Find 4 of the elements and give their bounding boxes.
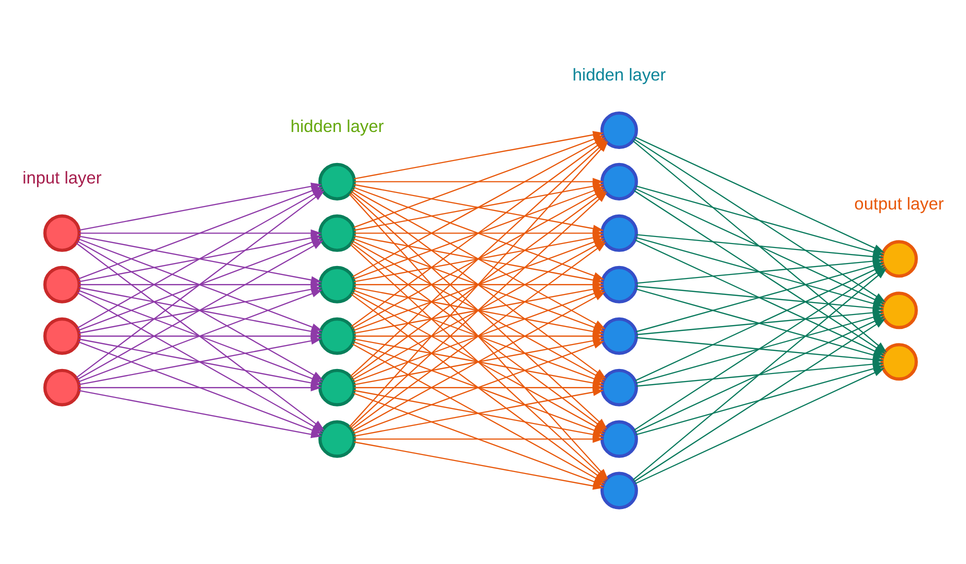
label: output layer [854, 192, 944, 213]
label: hidden layer [290, 116, 384, 136]
label: hidden layer [572, 64, 666, 84]
label: input layer [22, 167, 102, 188]
